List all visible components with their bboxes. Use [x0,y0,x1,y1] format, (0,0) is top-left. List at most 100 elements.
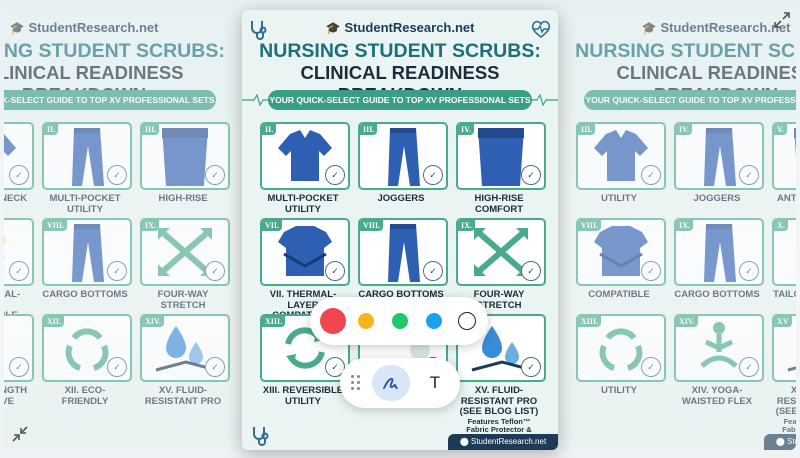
pants-illustration [72,224,104,282]
roman-numeral: VIII. [360,220,384,231]
pants-illustration [388,128,420,186]
pants-illustration [704,128,736,186]
feature-badge-icon: ✓ [107,261,127,281]
graduation-cap-icon: 🎓 [641,21,657,35]
swatch-white[interactable] [458,312,476,330]
feature-badge-icon: ✓ [205,357,225,377]
swatch-red[interactable] [320,308,346,334]
roman-numeral: VII. [262,220,283,231]
roman-numeral: XIII. [262,316,286,327]
feature-badge-icon: ✓ [9,165,29,185]
grid-cell: XI.✓XI. TALL-LENGTH EXECUTIVE [4,314,34,407]
poster-left-inner: 🎓StudentResearch.net NURSING STUDENT SCR… [4,10,242,450]
footer-text: StudentResearch.net [471,437,547,446]
grid-cell: VIII.✓COMPATIBLE [576,218,666,301]
poster-brand: 🎓StudentResearch.net [4,20,242,35]
grid-cell: VIII. ✓ CARGO BOTTOMS [358,218,448,301]
layered-top-illustration [594,226,648,276]
feature-badge-icon: ✓ [423,261,443,281]
roman-numeral: III. [578,124,596,135]
grid-cell: III.✓HIGH-RISE [140,122,230,205]
expand-icon[interactable] [772,10,792,30]
cell-label: MULTI-POCKET UTILITY [49,193,121,215]
roman-numeral: IX. [458,220,475,231]
grid-cell: IX.✓ FOUR-WAY STRETCH [140,218,230,311]
roman-numeral: IX. [676,220,693,231]
waist-illustration [478,128,524,186]
cell-label: CARGO BOTTOMS [358,289,444,300]
graduation-cap-icon: 🎓 [9,21,25,35]
feature-badge-icon: ✓ [521,165,541,185]
poster-left: 🎓StudentResearch.net NURSING STUDENT SCR… [4,10,242,450]
cell-tile: XIII.✓ [576,314,666,382]
roman-numeral: XII. [44,316,65,327]
cell-label: COMPATIBLE [588,289,650,300]
cell-tile: ✓ [456,314,546,382]
cell-tile: VI.✓ [4,218,34,286]
roman-numeral: XIII. [578,316,602,327]
feature-badge-icon: ✓ [9,357,29,377]
collapse-icon[interactable] [10,424,30,444]
swatch-blue[interactable] [426,313,442,329]
cell-tile: IX.✓ [674,218,764,286]
grid-cell: XII. ✓ XII. ECO-FRIENDLY [42,314,132,407]
cell-label: CLASSIC V-NECK [4,193,28,204]
cell-tile: II.✓ [260,122,350,190]
feature-badge-icon: ✓ [107,165,127,185]
feature-badge-icon: ✓ [521,261,541,281]
swatch-yellow[interactable] [358,313,374,329]
drag-handle-icon[interactable] [351,375,363,391]
feature-badge-icon: ✓ [107,357,127,377]
cell-label: JOGGERS [693,193,741,204]
grid-cell: VIII.✓CARGO BOTTOMS [42,218,132,301]
pants-illustration [704,224,736,282]
recycle-illustration [65,328,109,371]
roman-numeral: V. [774,124,787,135]
roman-numeral: XIV. [142,316,164,327]
poster-main-inner: 🎓StudentResearch.net NURSING STUDENT SCR… [242,10,558,450]
grid-cell: IX.✓CARGO BOTTOMS [674,218,764,301]
cell-tile: III.✓ [358,122,448,190]
cell-tile: XI.✓ [4,314,34,382]
pen-button[interactable] [372,365,410,401]
cell-tile: V.✓ [772,122,796,190]
roman-numeral: III. [360,124,378,135]
grid-cell: IV.✓JOGGERS [674,122,764,205]
cell-tile: III. ✓ [576,122,666,190]
cell-label: JOGGERS [377,193,425,204]
cell-label: HIGH-RISE COMFORT [474,193,524,215]
swatch-green[interactable] [392,313,408,329]
stethoscope-icon [250,424,272,446]
cell-label: XII. ECO-FRIENDLY [61,385,109,407]
roman-numeral: XIV. [676,316,698,327]
feature-badge-icon: ✓ [641,165,661,185]
grid-cell: XIV.✓XV. FLUID-RESISTANT PRO [140,314,230,407]
grid-cell: X.✓TAILORED PETITE FIT [772,218,796,311]
grid-cell: III.✓UTILITY [576,122,666,205]
brand-text: StudentResearch.net [344,20,475,35]
cell-label: FOUR-WAY STRETCH [157,289,209,311]
brand-text: StudentResearch.net [28,20,159,35]
title-line1: NURSING STUDENT SCRUBS: [4,40,225,62]
grid-cell: II.✓MULTI-POCKET UTILITY [42,122,132,215]
cell-tile: XIV. ✓ [140,314,230,382]
roman-numeral: VIII. [44,220,68,231]
cell-tile: IX.✓ [140,218,230,286]
cell-tile: VIII. ✓ [358,218,448,286]
pin-icon: ⬤ [459,437,471,446]
waist-illustration [794,128,796,157]
grid-cell: XV✓XV. FLUID-RESISTANT PRO (SEE BLOG LIS… [772,314,796,443]
cell-tile: I.✓ [4,122,34,190]
stethoscope-icon [248,18,270,40]
roman-numeral: XV [774,316,792,327]
text-tool-button[interactable]: T [429,373,441,392]
poster-banner: YOUR QUICK-SELECT GUIDE TO TOP XV PROFES… [268,90,532,110]
poster-title: NURSING STUDENT SCRUBS:CLINICAL READINES… [242,40,558,106]
poster-right: 🎓StudentResearch.net NURSING STUDENT SCR… [558,10,796,450]
cell-tile: IX. ✓ [456,218,546,286]
cell-label: XV. FLUID-RESISTANT PRO (SEE BLOG LIST) [775,385,796,417]
waist-illustration [162,128,208,186]
feature-badge-icon: ✓ [521,357,541,377]
poster-main[interactable]: 🎓StudentResearch.net NURSING STUDENT SCR… [242,10,558,450]
roman-numeral: IV. [458,124,474,135]
